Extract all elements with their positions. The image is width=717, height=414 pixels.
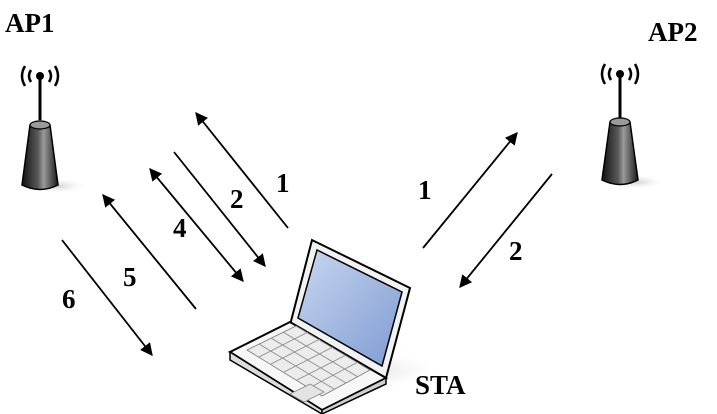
arrow-ap1-6 [61, 239, 153, 356]
msg-ap1-1-label: 1 [276, 168, 290, 198]
ap1-access-point-icon [20, 65, 88, 194]
msg-ap2-1-label: 1 [418, 175, 432, 205]
ap2-access-point-icon [600, 63, 666, 190]
arrow-ap1-2 [173, 151, 266, 267]
msg-ap1-4-label: 4 [173, 213, 187, 243]
msg-ap1-6-label: 6 [62, 284, 76, 314]
arrow-ap1-5 [102, 194, 197, 310]
arrow-ap2-1 [422, 132, 518, 249]
msg-ap2-2-label: 2 [509, 236, 523, 266]
arrow-ap1-4 [149, 168, 244, 282]
ap2-label: AP2 [648, 17, 698, 47]
msg-ap1-5-label: 5 [123, 262, 137, 292]
arrow-ap2-2 [459, 173, 553, 288]
msg-ap1-2-label: 2 [230, 184, 244, 214]
ap1-label: AP1 [5, 8, 55, 38]
sta-label: STA [415, 370, 466, 400]
sta-laptop-icon [227, 238, 445, 414]
